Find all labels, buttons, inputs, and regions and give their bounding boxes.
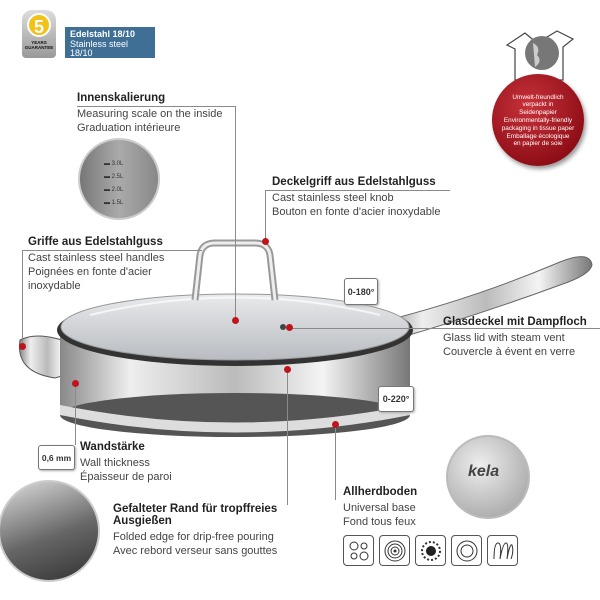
knob-label: Deckelgriff aus Edelstahlguss Cast stain… bbox=[272, 176, 440, 219]
scale-label: Innenskalierung Measuring scale on the i… bbox=[77, 92, 223, 135]
material-label: Edelstahl 18/10 Stainless steel 18/10 In… bbox=[65, 27, 155, 67]
ceramic-hob-icon bbox=[343, 535, 374, 566]
stove-icons bbox=[343, 535, 518, 566]
wall-fr: Épaisseur de paroi bbox=[80, 471, 172, 483]
wall-title: Wandstärke bbox=[80, 441, 145, 453]
rim-title: Gefalteter Rand für tropffreies bbox=[113, 503, 278, 515]
material-de: Edelstahl 18/10 bbox=[70, 29, 136, 39]
eco-de: Umwelt-freundlich verpackt in Seidenpapi… bbox=[512, 94, 564, 116]
measuring-scale-inset: ▬ 3.0L ▬ 2.5L ▬ 2.0L ▬ 1.5L bbox=[78, 138, 160, 220]
rim-en: Folded edge for drip-free pouring bbox=[113, 531, 274, 543]
lid-fr: Couvercle à évent en verre bbox=[443, 346, 576, 358]
eco-en: Environmentally-friendly packaging in ti… bbox=[501, 117, 575, 132]
guarantee-label: GUARANTEE bbox=[24, 45, 54, 50]
lid-en: Glass lid with steam vent bbox=[443, 332, 565, 344]
scale-mark: ▬ 2.5L bbox=[104, 174, 124, 180]
handles-fr: Poignées en fonte d'acier bbox=[28, 266, 152, 278]
brand-logo: kela bbox=[468, 463, 500, 480]
eco-packaging-badge: Umwelt-freundlich verpackt in Seidenpapi… bbox=[492, 74, 584, 166]
lid-title: Glasdeckel mit Dampfloch bbox=[443, 316, 587, 328]
handles-fr-2: inoxydable bbox=[28, 280, 81, 292]
handles-title: Griffe aus Edelstahlguss bbox=[28, 236, 163, 248]
scale-fr: Graduation intérieure bbox=[77, 122, 181, 134]
wall-en: Wall thickness bbox=[80, 457, 150, 469]
halogen-icon bbox=[379, 535, 410, 566]
handles-en: Cast stainless steel handles bbox=[28, 252, 165, 264]
base-title: Allherdboden bbox=[343, 486, 418, 498]
scale-mark: ▬ 1.5L bbox=[104, 200, 124, 206]
pan-temp-badge: 0-220° bbox=[378, 386, 414, 412]
rim-label: Gefalteter Rand für tropffreies Ausgieße… bbox=[113, 503, 277, 558]
base-en: Universal base bbox=[343, 502, 416, 514]
scale-en: Measuring scale on the inside bbox=[77, 108, 223, 120]
knob-en: Cast stainless steel knob bbox=[272, 192, 394, 204]
guarantee-years: YEARS bbox=[31, 40, 47, 45]
scale-title: Innenskalierung bbox=[77, 92, 166, 104]
material-en: Stainless steel 18/10 bbox=[70, 38, 129, 58]
gas-icon bbox=[487, 535, 518, 566]
radiant-icon bbox=[415, 535, 446, 566]
rim-title-2: Ausgießen bbox=[113, 515, 172, 527]
lid-temp-badge: 0-180° bbox=[344, 278, 378, 305]
base-fr: Fond tous feux bbox=[343, 516, 416, 528]
wall-thickness-badge: 0,6 mm bbox=[38, 445, 75, 470]
lid-label: Glasdeckel mit Dampfloch Glass lid with … bbox=[443, 316, 587, 359]
box-globe-icon bbox=[505, 30, 575, 81]
handles-label: Griffe aus Edelstahlguss Cast stainless … bbox=[28, 236, 164, 293]
rim-inset bbox=[0, 480, 100, 582]
induction-icon bbox=[451, 535, 482, 566]
scale-mark: ▬ 3.0L bbox=[104, 161, 124, 167]
wall-label: Wandstärke Wall thickness Épaisseur de p… bbox=[80, 441, 172, 484]
material-fr: Inox 18/10 bbox=[70, 57, 113, 68]
base-disc: kela bbox=[446, 435, 530, 519]
knob-title: Deckelgriff aus Edelstahlguss bbox=[272, 176, 436, 188]
guarantee-badge: 5 YEARS GUARANTEE bbox=[22, 10, 56, 58]
base-label: Allherdboden Universal base Fond tous fe… bbox=[343, 486, 417, 529]
rim-fr: Avec rebord verseur sans gouttes bbox=[113, 545, 278, 557]
knob-fr: Bouton en fonte d'acier inoxydable bbox=[272, 206, 441, 218]
scale-mark: ▬ 2.0L bbox=[104, 187, 124, 193]
eco-fr: Emballage écologique en papier de soie bbox=[506, 133, 570, 148]
guarantee-number: 5 bbox=[27, 13, 51, 37]
